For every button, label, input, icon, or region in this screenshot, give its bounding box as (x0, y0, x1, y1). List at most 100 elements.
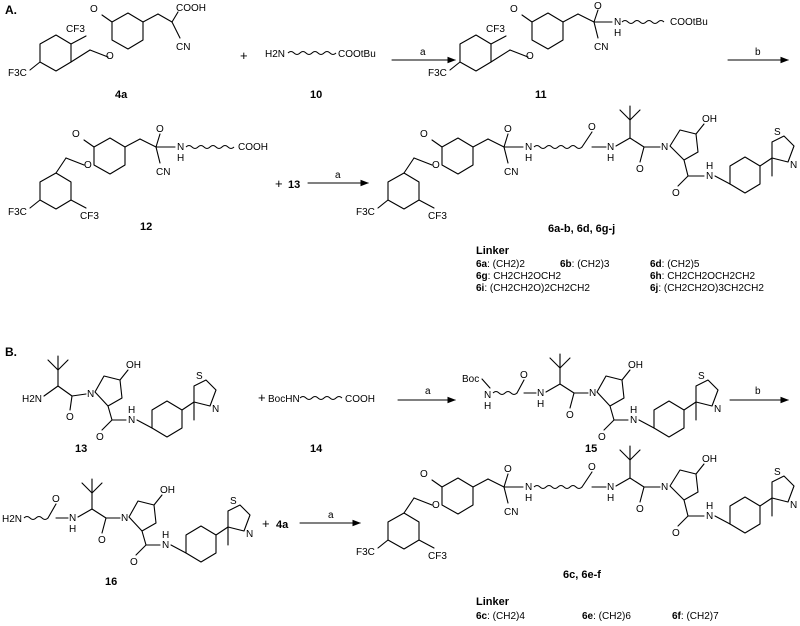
oxygen-label: O (526, 51, 534, 62)
f3c-label: F3C (8, 207, 27, 218)
carbonyl-o-label: O (566, 410, 574, 421)
amide-h-label: H (162, 530, 169, 541)
thiazole-n-label: N (714, 404, 721, 415)
compound-12-label: 12 (140, 221, 152, 233)
step-b2-label: b (755, 386, 761, 397)
compound-6a-j-label: 6a-b, 6d, 6g-j (548, 223, 615, 235)
cn-label: CN (176, 42, 190, 53)
h2n-label: H2N (22, 394, 42, 405)
thiazole-n-label: N (212, 404, 219, 415)
step-a2-label: a (335, 170, 341, 181)
cf3-label: CF3 (428, 551, 447, 562)
carbonyl-o-label: O (96, 432, 104, 443)
oxygen-label: O (106, 51, 114, 62)
compound-6c-e-f-label: 6c, 6e-f (563, 569, 601, 581)
compound-13-ref-label: 13 (288, 179, 300, 191)
structure-10: H2N COOtBu (265, 49, 376, 60)
compound-14-label: 14 (310, 443, 323, 455)
pyrrolidine-n-label: N (661, 142, 668, 153)
cn-label: CN (156, 167, 170, 178)
carbonyl-o-label: O (636, 504, 644, 515)
amide-n-label: N (706, 511, 713, 522)
amide-h-label: H (706, 161, 713, 172)
carbonyl-o-label: O (52, 494, 60, 505)
carbonyl-o-label: O (504, 124, 512, 135)
amide-h-label: H (607, 493, 614, 504)
structure-15: Boc N H O N H O N OH O N H S N (462, 353, 721, 443)
amide-n-label: N (525, 482, 532, 493)
cf3-label: CF3 (428, 211, 447, 222)
hydroxyl-label: OH (702, 114, 717, 125)
amide-h-label: H (525, 153, 532, 164)
carbonyl-o-label: O (520, 370, 528, 381)
carbonyl-o-label: O (672, 528, 680, 539)
nh-h-label: H (484, 401, 491, 412)
plus-sign: + (275, 176, 283, 191)
methoxy-label: O (72, 129, 80, 140)
sulfur-label: S (774, 467, 781, 478)
methoxy-label: O (510, 4, 518, 15)
f3c-label: F3C (356, 547, 375, 558)
compound-13-label: 13 (75, 443, 87, 455)
compound-4a-ref-label: 4a (276, 519, 289, 531)
cn-label: CN (504, 507, 518, 518)
step-b1-label: b (755, 47, 761, 58)
amide-h-label: H (128, 405, 135, 416)
linker-entry-6f: 6f: (CH2)7 (672, 611, 719, 622)
carbonyl-o-label: O (588, 462, 596, 473)
carbonyl-o-label: O (156, 124, 164, 135)
bochn-label: BocHN (268, 394, 300, 405)
amide-h-label: H (706, 501, 713, 512)
amide-h-label: H (630, 405, 637, 416)
hydroxyl-label: OH (628, 360, 643, 371)
f3c-label: F3C (356, 207, 375, 218)
amide-n-label: N (630, 415, 637, 426)
plus-sign: + (258, 390, 266, 405)
amide-h-label: H (614, 28, 621, 39)
carbonyl-o-label: O (598, 432, 606, 443)
amide-h-label: H (177, 153, 184, 164)
structure-13: H2N O N OH O N H S N (22, 355, 219, 443)
linker-entry-6c: 6c: (CH2)4 (476, 611, 525, 622)
cootbu-label: COOtBu (338, 49, 376, 60)
amide-h-label: H (69, 524, 76, 535)
oxygen-label: O (432, 160, 440, 171)
section-b-label: B. (5, 345, 17, 359)
structure-16: H2N O N H O N OH O N H S N (2, 478, 253, 568)
cn-label: CN (504, 167, 518, 178)
amide-n-label: N (537, 388, 544, 399)
section-a-label: A. (5, 3, 17, 17)
sulfur-label: S (230, 496, 237, 507)
pyrrolidine-n-label: N (87, 389, 94, 400)
cf3-label: CF3 (80, 211, 99, 222)
linker-table-a: Linker 6a: (CH2)2 6b: (CH2)3 6d: (CH2)5 … (476, 245, 764, 294)
carbonyl-o-label: O (130, 557, 138, 568)
cf3-label: CF3 (66, 24, 85, 35)
carbonyl-o-label: O (98, 535, 106, 546)
linker-entry-6d: 6d: (CH2)5 (650, 259, 700, 270)
sulfur-label: S (774, 127, 781, 138)
step-a3-label: a (425, 386, 431, 397)
f3c-label: F3C (428, 68, 447, 79)
amide-n-label: N (525, 142, 532, 153)
carbonyl-o-label: O (594, 1, 602, 12)
amide-h-label: H (607, 153, 614, 164)
plus-sign: + (262, 516, 270, 531)
structure-11: CF3 F3C O O O CN N H COOtBu (428, 1, 708, 79)
linker-entry-6b: 6b: (CH2)3 (560, 259, 610, 270)
sulfur-label: S (698, 371, 705, 382)
thiazole-n-label: N (790, 500, 797, 511)
cooh-label: COOH (345, 394, 375, 405)
methoxy-label: O (420, 129, 428, 140)
compound-15-label: 15 (585, 443, 597, 455)
amide-n-label: N (177, 142, 184, 153)
carbonyl-o-label: O (588, 122, 596, 133)
hydroxyl-label: OH (126, 360, 141, 371)
pyrrolidine-n-label: N (589, 388, 596, 399)
pyrrolidine-n-label: N (121, 513, 128, 524)
amide-n-label: N (162, 540, 169, 551)
cn-label: CN (594, 42, 608, 53)
linker-entry-6e: 6e: (CH2)6 (582, 611, 631, 622)
oxygen-label: O (84, 160, 92, 171)
